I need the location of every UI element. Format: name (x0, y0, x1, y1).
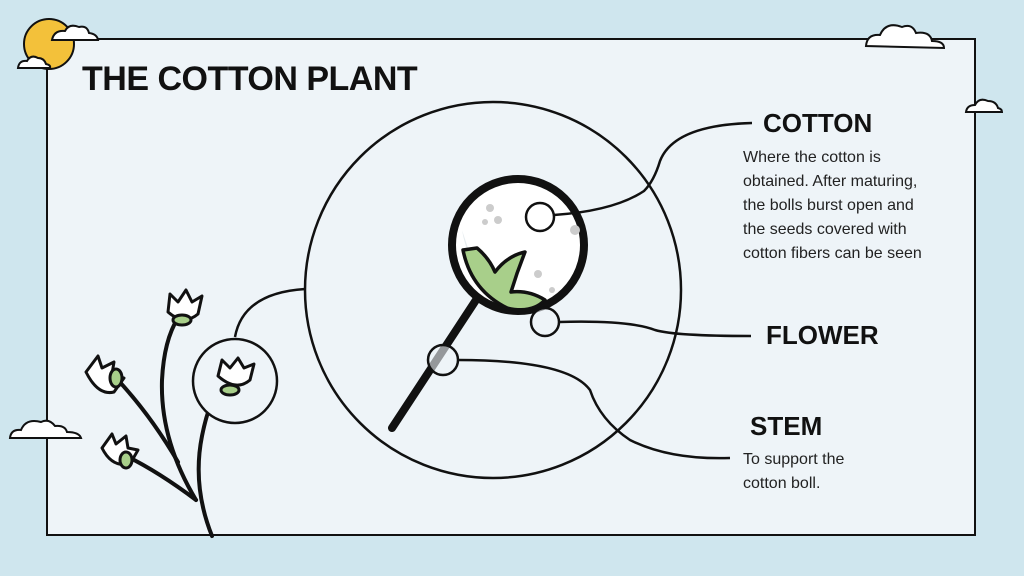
seed-dot (570, 225, 580, 235)
description-line: the bolls burst open and (743, 197, 914, 214)
description-line: To support the (743, 451, 845, 468)
stem-leader (457, 358, 731, 460)
bract-leaf (461, 246, 547, 312)
cotton-leader (553, 121, 753, 217)
cotton-marker (524, 201, 556, 233)
flower-leader (558, 320, 752, 338)
cloud-icon (16, 55, 52, 69)
flower-icon (166, 288, 204, 327)
seed-dot (549, 287, 555, 293)
cotton-heading: COTTON (763, 108, 873, 138)
cloud-icon (8, 419, 83, 439)
page-title: THE COTTON PLANT (82, 60, 418, 98)
flower-marker (529, 306, 561, 338)
zoom-connector (233, 287, 306, 338)
flower-icon (100, 432, 140, 470)
flower-heading: FLOWER (766, 320, 879, 350)
flower-icon (216, 356, 256, 397)
cloud-icon (50, 24, 100, 41)
description-line: the seeds covered with (743, 221, 907, 238)
flower-icon (84, 354, 126, 395)
seed-dot (482, 219, 488, 225)
description-line: obtained. After maturing, (743, 173, 918, 190)
description-line: Where the cotton is (743, 149, 881, 166)
seed-dot (486, 204, 494, 212)
description-line: cotton fibers can be seen (743, 245, 922, 262)
seed-dot (534, 270, 542, 278)
stem-heading: STEM (750, 411, 823, 441)
cotton-description: Where the cotton is obtained. After matu… (743, 146, 922, 266)
description-line: cotton boll. (743, 475, 821, 492)
seed-dot (494, 216, 502, 224)
stem-marker (426, 343, 460, 377)
cloud-icon (964, 98, 1004, 113)
stem-description: To support the cotton boll. (743, 448, 844, 496)
cloud-icon (864, 24, 946, 50)
